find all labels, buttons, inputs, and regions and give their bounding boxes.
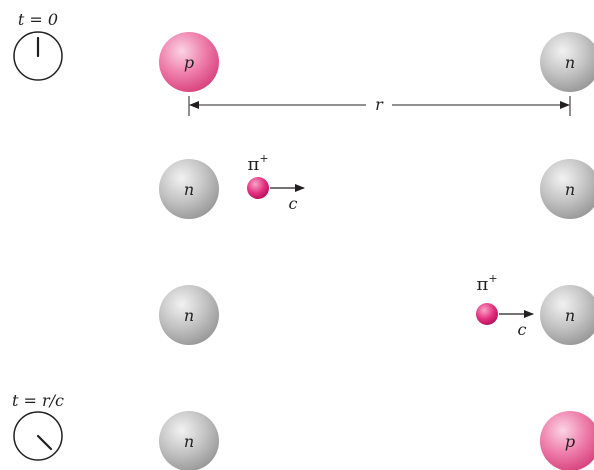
pion-ball	[247, 177, 269, 199]
pion-speed-label: c	[518, 320, 527, 339]
row-1: p n r	[159, 32, 594, 116]
neutron-label: n	[565, 306, 575, 325]
clock-end: t = r/c	[12, 391, 64, 460]
neutron-label: n	[184, 432, 194, 451]
pion-symbol: π+	[476, 272, 497, 295]
proton-label: p	[565, 432, 575, 451]
pion-symbol: π+	[247, 152, 268, 175]
neutron-label: n	[565, 53, 575, 72]
row-3: n n π+ c	[159, 272, 594, 345]
neutron-label: n	[565, 180, 575, 199]
clock-end-label: t = r/c	[12, 391, 64, 410]
pion-speed-label: c	[289, 194, 298, 213]
clock-start-label: t = 0	[18, 10, 58, 29]
row-2: n n π+ c	[159, 152, 594, 219]
proton-label: p	[184, 53, 194, 72]
neutron-label: n	[184, 180, 194, 199]
row-4: n p	[159, 411, 594, 470]
neutron-label: n	[184, 306, 194, 325]
clock-start: t = 0	[14, 10, 62, 80]
separation-label: r	[375, 95, 384, 114]
pion-ball	[476, 303, 498, 325]
